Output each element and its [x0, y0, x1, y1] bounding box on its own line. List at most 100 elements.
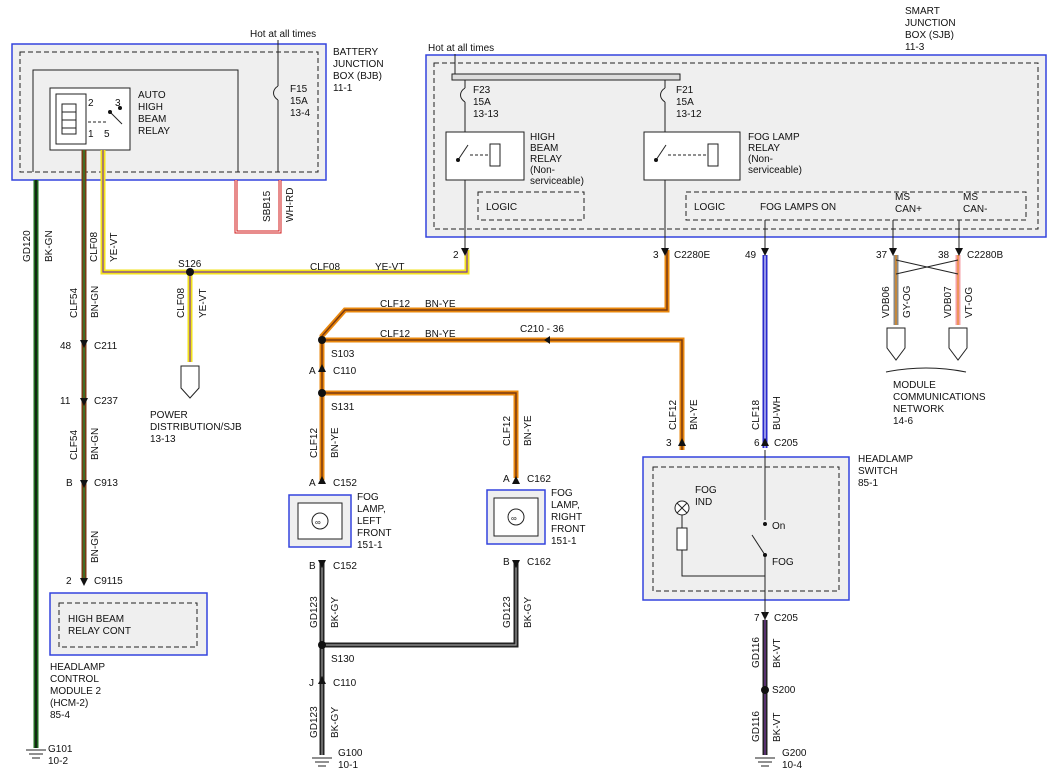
svg-text:CONTROL: CONTROL: [50, 674, 99, 685]
svg-text:15A: 15A: [676, 97, 694, 108]
svg-text:CLF54: CLF54: [69, 288, 80, 318]
splice-s200: [761, 686, 769, 694]
svg-text:FOG LAMP: FOG LAMP: [748, 132, 800, 143]
svg-text:JUNCTION: JUNCTION: [905, 18, 956, 29]
svg-text:14-6: 14-6: [893, 416, 913, 427]
svg-text:VT-OG: VT-OG: [964, 287, 975, 318]
logic-label-fog: LOGIC: [694, 202, 725, 213]
svg-text:FOG: FOG: [551, 488, 573, 499]
svg-text:C2280E: C2280E: [674, 250, 710, 261]
svg-text:BN-GN: BN-GN: [90, 286, 101, 318]
svg-text:BATTERY: BATTERY: [333, 47, 379, 58]
svg-text:CLF12: CLF12: [502, 416, 513, 446]
svg-text:BK-VT: BK-VT: [772, 713, 783, 742]
svg-text:BN-YE: BN-YE: [689, 399, 700, 430]
svg-text:FOG: FOG: [695, 485, 717, 496]
svg-text:CLF54: CLF54: [69, 430, 80, 460]
splice-s131: [318, 389, 326, 397]
svg-text:BN-YE: BN-YE: [523, 415, 534, 446]
svg-text:BK-GY: BK-GY: [330, 707, 341, 738]
svg-text:RELAY: RELAY: [530, 154, 562, 165]
svg-text:HEADLAMP: HEADLAMP: [858, 454, 913, 465]
svg-text:10-1: 10-1: [338, 760, 358, 771]
svg-text:C152: C152: [333, 478, 357, 489]
svg-text:1: 1: [88, 129, 94, 140]
svg-text:15A: 15A: [473, 97, 491, 108]
svg-text:F15: F15: [290, 84, 308, 95]
fog-lamp-relay: FOG LAMP RELAY (Non- serviceable): [643, 131, 802, 181]
hot-at-all-times-sjb: Hot at all times: [428, 43, 494, 54]
svg-text:BK-VT: BK-VT: [772, 639, 783, 668]
svg-text:11-3: 11-3: [905, 42, 925, 53]
svg-text:CLF08: CLF08: [89, 232, 100, 262]
svg-text:2: 2: [88, 98, 94, 109]
svg-text:C162: C162: [527, 474, 551, 485]
smart-junction-box: SMART JUNCTION BOX (SJB) 11-3: [425, 6, 1047, 238]
svg-text:BEAM: BEAM: [530, 143, 558, 154]
fuse-f15: F15 15A 13-4: [273, 40, 310, 172]
svg-text:(Non-: (Non-: [748, 154, 773, 165]
logic-label-hb: LOGIC: [486, 202, 517, 213]
splice-s130: [318, 641, 326, 649]
svg-text:JUNCTION: JUNCTION: [333, 59, 384, 70]
svg-text:BN-YE: BN-YE: [330, 427, 341, 458]
svg-text:LAMP,: LAMP,: [551, 500, 580, 511]
svg-text:(Non-: (Non-: [530, 165, 555, 176]
ms-can-minus-label: MS: [963, 192, 978, 203]
svg-text:BOX (BJB): BOX (BJB): [333, 71, 382, 82]
svg-text:RELAY: RELAY: [138, 126, 170, 137]
svg-text:GY-OG: GY-OG: [902, 285, 913, 318]
svg-text:BU-WH: BU-WH: [772, 396, 783, 430]
svg-text:serviceable): serviceable): [748, 165, 802, 176]
svg-text:6: 6: [754, 438, 760, 449]
svg-text:CLF12: CLF12: [668, 400, 679, 430]
svg-text:C110: C110: [333, 678, 357, 689]
svg-text:CLF08: CLF08: [176, 288, 187, 318]
mcn-connector-right: [948, 327, 968, 361]
svg-text:48: 48: [60, 341, 72, 352]
svg-text:C210 - 36: C210 - 36: [520, 324, 564, 335]
svg-text:RELAY: RELAY: [748, 143, 780, 154]
svg-text:RIGHT: RIGHT: [551, 512, 582, 523]
svg-text:2: 2: [66, 576, 72, 587]
svg-text:GD123: GD123: [502, 596, 513, 628]
svg-text:GD116: GD116: [751, 637, 762, 668]
svg-text:LAMP,: LAMP,: [357, 504, 386, 515]
fuse-f23: F23 15A 13-13: [460, 80, 499, 132]
svg-text:SWITCH: SWITCH: [858, 466, 897, 477]
svg-text:LEFT: LEFT: [357, 516, 381, 527]
svg-text:S131: S131: [331, 402, 355, 413]
svg-text:(HCM-2): (HCM-2): [50, 698, 88, 709]
svg-text:B: B: [66, 478, 73, 489]
svg-text:38: 38: [938, 250, 950, 261]
svg-text:13-4: 13-4: [290, 108, 310, 119]
svg-text:37: 37: [876, 250, 888, 261]
twisted-pair: [895, 259, 959, 275]
svg-text:3: 3: [666, 438, 672, 449]
svg-text:F21: F21: [676, 85, 694, 96]
mcn-connector-left: [886, 327, 906, 361]
svg-text:CLF18: CLF18: [751, 400, 762, 430]
svg-text:HIGH BEAM: HIGH BEAM: [68, 614, 124, 625]
svg-text:C162: C162: [527, 557, 551, 568]
svg-text:3: 3: [653, 250, 659, 261]
svg-text:HEADLAMP: HEADLAMP: [50, 662, 105, 673]
svg-text:BOX (SJB): BOX (SJB): [905, 30, 954, 41]
svg-text:C110: C110: [333, 366, 357, 377]
svg-text:SMART: SMART: [905, 6, 940, 17]
svg-text:5: 5: [104, 129, 110, 140]
svg-text:C205: C205: [774, 613, 798, 624]
svg-text:S103: S103: [331, 349, 355, 360]
splice-dots: [186, 268, 769, 694]
svg-text:151-1: 151-1: [357, 540, 383, 551]
fog-lamps-on-label: FOG LAMPS ON: [760, 202, 836, 213]
splice-s126: [186, 268, 194, 276]
svg-text:S200: S200: [772, 685, 796, 696]
svg-text:13-12: 13-12: [676, 109, 702, 120]
svg-text:BN-GN: BN-GN: [90, 531, 101, 563]
svg-text:BN-YE: BN-YE: [425, 299, 456, 310]
svg-text:A: A: [309, 366, 316, 377]
svg-text:13-13: 13-13: [150, 434, 176, 445]
svg-text:CLF08: CLF08: [310, 262, 340, 273]
ground-g101: G101 10-2: [26, 744, 73, 767]
